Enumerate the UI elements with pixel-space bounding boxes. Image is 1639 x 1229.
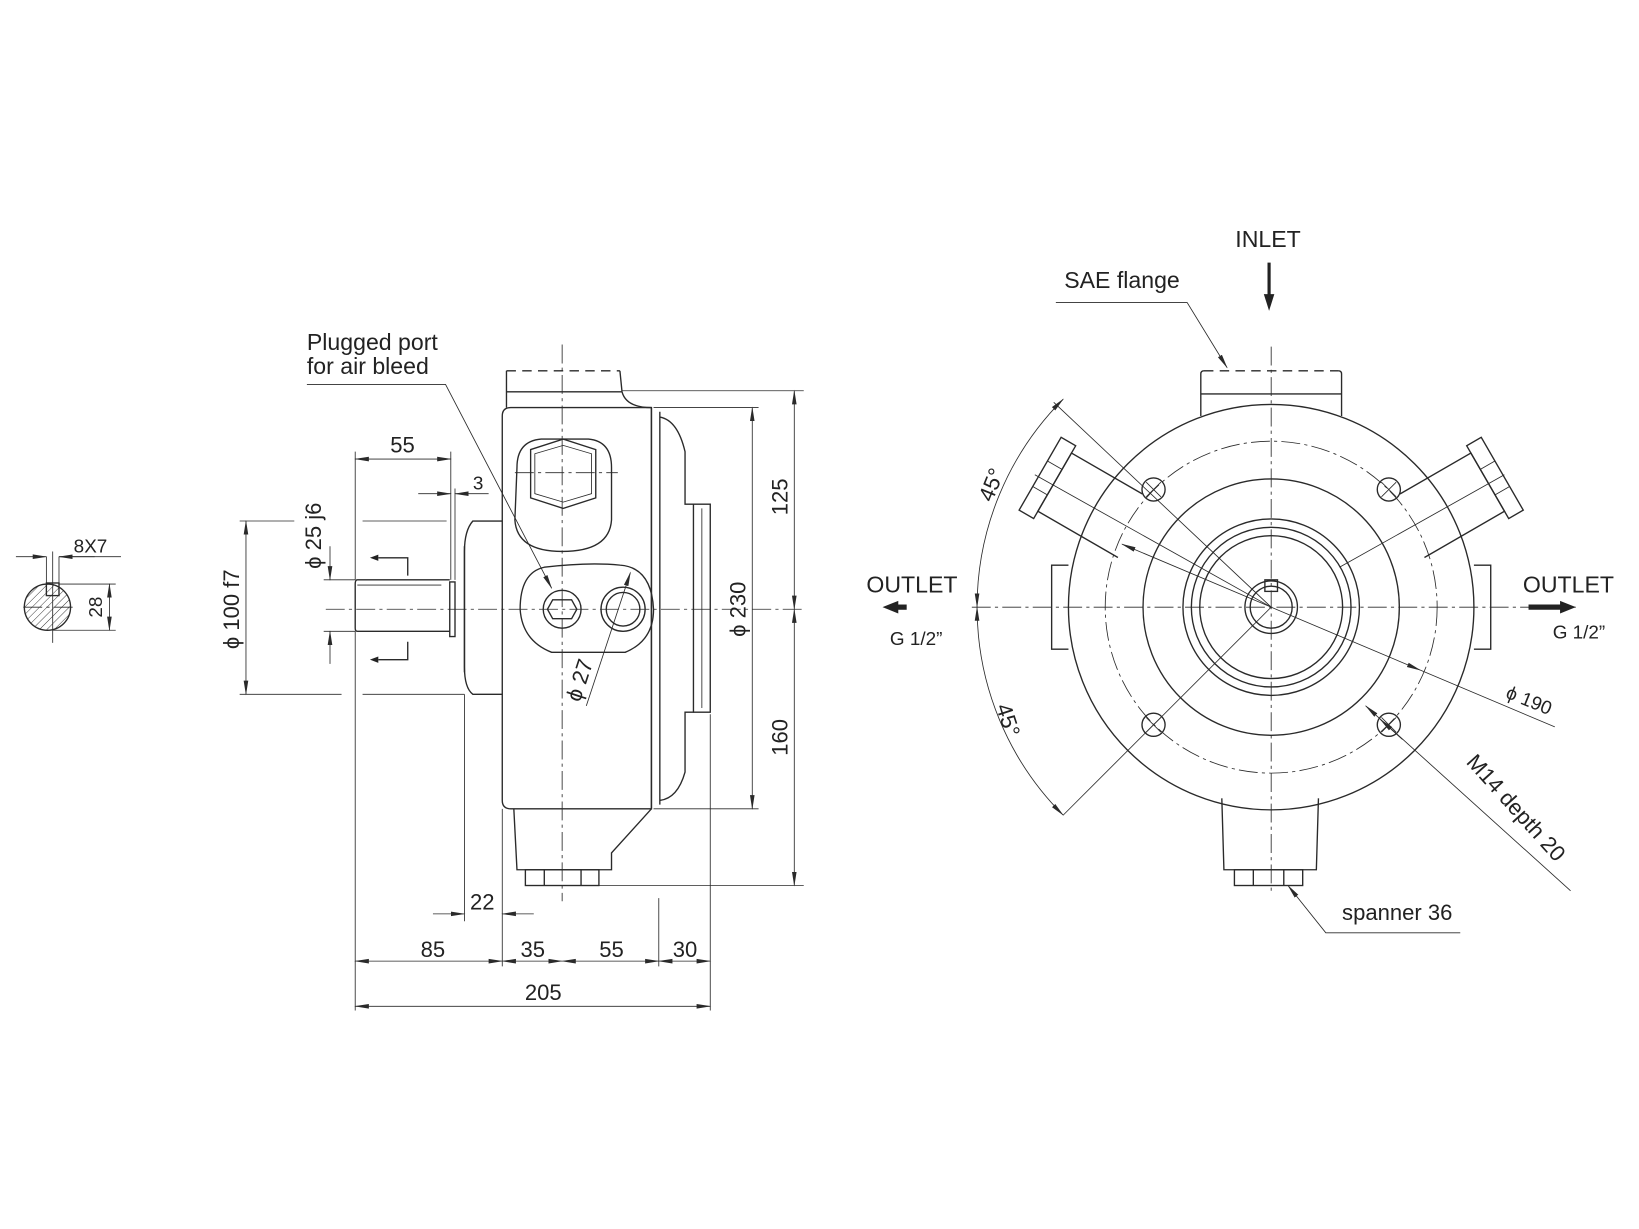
side-view: Plugged port for air bleed 55 3 ϕ 25 j6 … <box>219 329 804 1011</box>
shaft-section-view: 8X7 28 <box>15 537 121 643</box>
pump-body <box>501 406 653 810</box>
outlet-plug-right <box>1465 436 1525 520</box>
dim-35: 35 <box>520 937 545 962</box>
dim-pilot-dia: ϕ 100 f7 <box>219 569 244 649</box>
drain-plug <box>1233 869 1304 887</box>
bolt-holes <box>1141 477 1402 738</box>
outlet-right-thread: G 1/2” <box>1553 623 1605 644</box>
outlet-right-arrow-icon <box>1528 600 1576 614</box>
dim-top: 125 <box>768 478 793 515</box>
bolt-circle-label: ϕ 190 <box>1503 683 1555 720</box>
dim-shaft-length: 55 <box>390 433 415 458</box>
angle-upper-label: 45° <box>973 465 1009 505</box>
shaft-dia-label: 28 <box>86 597 107 618</box>
dim-85: 85 <box>421 937 446 962</box>
dim-shaft-dia: ϕ 25 j6 <box>301 503 326 569</box>
sae-flange-label: SAE flange <box>1064 267 1180 293</box>
shaft <box>354 579 450 632</box>
outlet-left-arrow-icon <box>882 600 907 614</box>
mounting-flange <box>463 520 503 696</box>
dim-bottom: 160 <box>768 719 793 756</box>
dim-flange: 22 <box>470 890 495 915</box>
hex-plug <box>529 438 597 510</box>
air-bleed-label: Plugged port <box>307 329 439 355</box>
outlet-left-label: OUTLET <box>866 571 957 597</box>
angle-lower-label: 45° <box>991 700 1025 739</box>
front-view: 45° 45° ϕ 190 M14 depth 20 spanner 36 SA… <box>866 226 1614 934</box>
dim-55: 55 <box>599 937 624 962</box>
inlet-arrow-icon <box>1263 262 1275 311</box>
dim-30: 30 <box>673 937 698 962</box>
dim-port-dia: ϕ 27 <box>561 656 598 705</box>
dim-step: 3 <box>473 473 484 494</box>
dim-total: 205 <box>525 980 562 1005</box>
outlet-left-thread: G 1/2” <box>890 629 943 650</box>
air-bleed-label-2: for air bleed <box>307 353 429 379</box>
dim-body-dia: ϕ 230 <box>725 582 750 637</box>
spanner-label: spanner 36 <box>1342 900 1452 925</box>
key-size-label: 8X7 <box>74 537 108 558</box>
inlet-label: INLET <box>1235 226 1300 252</box>
outlet-plug-left <box>1018 436 1077 520</box>
outlet-right-label: OUTLET <box>1523 571 1614 597</box>
